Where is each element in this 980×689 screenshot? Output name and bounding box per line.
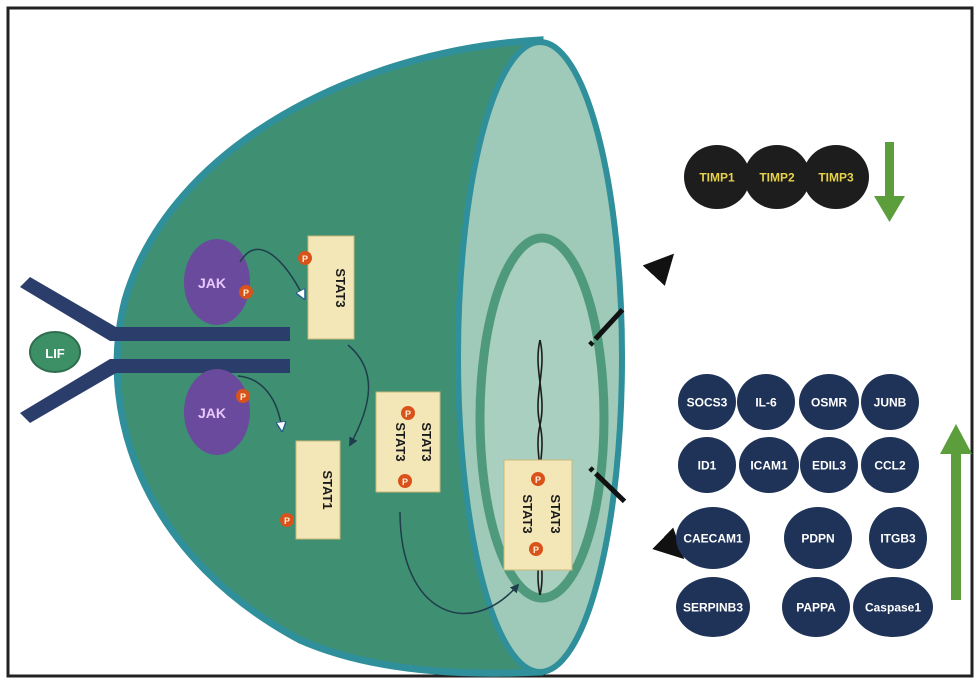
jak-lower: JAK [184,369,250,455]
gene-shape [853,577,933,637]
jak-upper: JAK [184,239,250,325]
phospho-site: P [236,389,250,403]
receptor [20,277,290,423]
gene-label: TIMP2 [759,170,795,184]
gene-label: TIMP1 [699,170,735,184]
gene-node: TIMP3 [803,145,869,209]
gene-label: ID1 [698,458,717,472]
gene-node: PDPN [784,507,852,569]
gene-shape [784,507,852,569]
svg-text:P: P [533,545,539,555]
gene-label: PDPN [801,531,834,545]
gene-node: SERPINB3 [676,577,750,637]
gene-label: ITGB3 [880,531,916,545]
gene-shape [678,374,736,430]
gene-label: CCL2 [874,458,906,472]
nuclear-dimer-left-label: STAT3 [520,494,535,533]
stat3-monomer-label: STAT3 [333,268,348,307]
gene-node: ICAM1 [739,437,799,493]
upregulated-genes: SOCS3 IL-6 OSMR JUNB ID1 ICAM1 EDIL3 CCL2CAECAM… [676,374,933,637]
nuclear-dimer-right-label: STAT3 [548,494,563,533]
gene-shape [744,145,810,209]
gene-shape [739,437,799,493]
svg-text:P: P [240,392,246,402]
svg-text:P: P [302,254,308,264]
gene-label: PAPPA [796,600,836,614]
gene-node: JUNB [861,374,919,430]
phospho-site [401,406,415,420]
gene-node: IL-6 [737,374,795,430]
phospho-site [280,513,294,527]
down-arrow-icon [874,142,905,222]
svg-text:P: P [402,477,408,487]
dimerization-arrow [347,344,370,447]
gene-label: ICAM1 [750,458,788,472]
dimer-left-label: STAT3 [393,422,408,461]
svg-text:P: P [284,516,290,526]
gene-shape [861,437,919,493]
phospho-site [298,251,312,265]
svg-text:P: P [243,288,249,298]
gene-shape [684,145,750,209]
gene-label: TIMP3 [818,170,854,184]
lif-label: LIF [45,346,65,361]
phospho-site [531,472,545,486]
gene-node: CAECAM1 [676,507,750,569]
phospho-site [529,542,543,556]
gene-label: EDIL3 [812,458,846,472]
gene-node: SOCS3 [678,374,736,430]
nuclear-translocation-arrow [399,511,520,614]
gene-shape [737,374,795,430]
gene-label: IL-6 [755,395,777,409]
gene-node: CCL2 [861,437,919,493]
gene-shape [800,437,858,493]
gene-label: SERPINB3 [683,600,743,614]
gene-shape [869,507,927,569]
gene-node: TIMP2 [744,145,810,209]
stat3-dimer-nucleus: STAT3 STAT3 P P [503,459,573,571]
gene-shape [676,507,750,569]
gene-shape [676,577,750,637]
gene-shape [861,374,919,430]
phosphorylation-arrow-stat1 [237,375,282,430]
gene-shape [799,374,859,430]
gene-node: PAPPA [782,577,850,637]
stat1-monomer-label: STAT1 [320,470,335,509]
phospho-site: P [239,285,253,299]
downregulated-genes: TIMP1 TIMP2 TIMP3 [684,145,869,209]
dimer-right-label: STAT3 [419,422,434,461]
lif-ligand: LIF [29,331,81,373]
gene-node: ITGB3 [869,507,927,569]
gene-node: TIMP1 [684,145,750,209]
gene-label: OSMR [811,395,847,409]
jak-upper-label: JAK [198,275,226,291]
up-arrow-icon [940,424,972,600]
gene-node: Caspase1 [853,577,933,637]
gene-shape [803,145,869,209]
gene-node: OSMR [799,374,859,430]
gene-shape [782,577,850,637]
gene-node: EDIL3 [800,437,858,493]
gene-label: SOCS3 [687,395,728,409]
gene-label: CAECAM1 [683,531,743,545]
gene-shape [678,437,736,493]
stat3-dimer-cytoplasm: STAT3 STAT3 P P [375,391,441,493]
phosphorylation-arrow-stat3 [239,248,304,298]
stat3-monomer: STAT3 P [298,235,355,340]
svg-text:P: P [405,409,411,419]
arrow-to-upregulated [588,466,685,560]
svg-text:P: P [535,475,541,485]
arrow-to-downregulated [588,253,675,347]
jak-lower-label: JAK [198,405,226,421]
stat1-monomer: STAT1 P [280,440,341,540]
cell-body [113,36,544,677]
phospho-site [398,474,412,488]
gene-label: Caspase1 [865,600,921,614]
gene-node: ID1 [678,437,736,493]
gene-label: JUNB [874,395,907,409]
